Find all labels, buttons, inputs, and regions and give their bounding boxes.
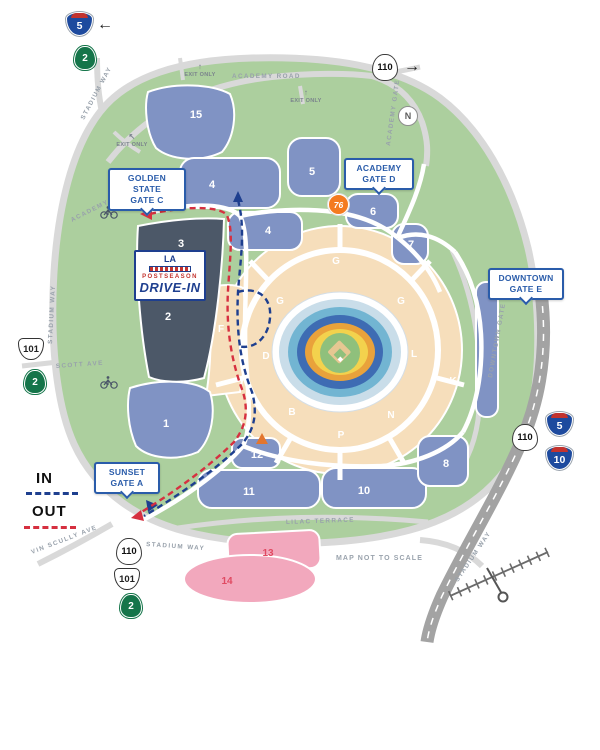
lot-f-label: F [218, 324, 224, 335]
blue-lots [127, 84, 499, 509]
lot-14-label: 14 [221, 576, 233, 587]
road-spurs [21, 57, 485, 569]
gate-e-line1: DOWNTOWN [498, 273, 554, 283]
gate-d-line1: ACADEMY [356, 163, 402, 173]
la-monogram: LA [164, 254, 176, 264]
logo-drive-in-text: DRIVE-IN [139, 280, 201, 295]
lot-k-label: K [449, 376, 457, 387]
lot-east-strip [475, 281, 499, 418]
up-arrow-icon: ↑ [303, 88, 309, 97]
up-left-arrow-icon: ↖ [128, 132, 136, 141]
pink-lots [183, 529, 322, 604]
stop-marker-circle [497, 591, 509, 603]
lot-l-label: L [411, 349, 417, 360]
shield-ca2-topleft: 2 [74, 46, 96, 70]
lot-b-label: B [288, 407, 295, 418]
exit-only-note: ↑ EXIT ONLY [288, 88, 324, 105]
gate-a-line1: SUNSET [108, 467, 146, 477]
lot-10-label: 10 [358, 485, 370, 497]
shield-110-topright: 110 [372, 54, 398, 81]
road-label-stadium-way-west: STADIUM WAY [47, 285, 57, 344]
shield-ca2-bottom: 2 [120, 594, 142, 618]
lot-g3-label: G [397, 296, 405, 307]
road-label-scott-ave: SCOTT AVE [56, 360, 104, 370]
lot-15-area [145, 84, 236, 160]
lot-14-area [183, 554, 317, 604]
shield-110-east: 110 [512, 424, 538, 451]
left-arrow-icon: ← [97, 16, 113, 33]
exit-only-note: ↑ EXIT ONLY [182, 62, 218, 79]
bike-icon [100, 376, 118, 389]
gate-d-line2: GATE D [362, 174, 396, 185]
legend-in-label: IN [36, 470, 53, 487]
exit-only-note: ↖ EXIT ONLY [114, 132, 150, 149]
route-in-arrow-top [233, 191, 243, 202]
lot-5-label: 5 [309, 166, 315, 178]
merge-triangle [256, 433, 268, 444]
legend-out-swatch [24, 526, 76, 529]
route-out-arrow-bottom [131, 510, 144, 521]
union-76-ball: 76 [328, 194, 349, 215]
railroad [447, 547, 551, 603]
lot-4a-label: 4 [209, 179, 216, 191]
union-76-label: 76 [333, 199, 344, 210]
gate-a-box: SUNSET GATE A [94, 462, 160, 495]
route-out [137, 206, 247, 516]
gate-d-box: ACADEMY GATE D [344, 158, 414, 191]
gate-c-line1: GOLDEN STATE [127, 173, 167, 195]
lot-11-area [197, 469, 321, 509]
postseason-drive-in-logo: LA POSTSEASON DRIVE-IN [134, 250, 206, 301]
lot-4a-area [179, 157, 281, 209]
lot-2-label: 2 [165, 311, 171, 323]
lot-7-label: 7 [408, 239, 414, 251]
right-arrow-icon: → [404, 58, 420, 75]
lot-3-label: 3 [178, 238, 184, 250]
road-label-stadium-way-south: STADIUM WAY [146, 541, 205, 552]
legend-out-label: OUT [32, 503, 67, 520]
freeway-110 [420, 291, 551, 644]
gate-a-line2: GATE A [110, 478, 144, 489]
north-label: N [404, 111, 412, 121]
gate-e-box: DOWNTOWN GATE E [488, 268, 564, 301]
lot-6-label: 6 [370, 206, 376, 218]
lot-5-area [287, 137, 341, 197]
shield-110-bottom: 110 [116, 538, 142, 565]
logo-stripes [149, 266, 191, 272]
gate-c-box: GOLDEN STATE GATE C [108, 168, 186, 212]
north-compass: N [398, 106, 418, 126]
lot-13-label: 13 [262, 548, 274, 559]
lot-1-area [127, 380, 214, 459]
logo-postseason-text: POSTSEASON [142, 274, 198, 280]
lot-15-label: 15 [190, 109, 202, 121]
lot-g1-label: G [332, 256, 340, 267]
shield-ca2-west: 2 [24, 370, 46, 394]
route-in [143, 199, 272, 518]
up-arrow-icon: ↑ [197, 62, 203, 71]
lot-1-label: 1 [163, 418, 169, 430]
lot-12-label: 12 [251, 449, 263, 461]
lot-4b-label: 4 [265, 225, 272, 237]
lot-g2-label: G [276, 296, 284, 307]
lot-8-label: 8 [443, 458, 449, 470]
lot-p-label: P [338, 430, 345, 441]
stop-marker [486, 567, 503, 595]
gate-e-line2: GATE E [509, 284, 543, 295]
stadium-ring-road [215, 224, 465, 480]
road-label-academy-road-top: ACADEMY ROAD [232, 73, 301, 80]
road-label-lilac-terrace: LILAC TERRACE [286, 517, 355, 526]
lot-11-label: 11 [243, 486, 255, 498]
map-scale-note: MAP NOT TO SCALE [336, 555, 423, 562]
gate-c-line2: GATE C [130, 195, 164, 206]
lot-d-label: D [262, 351, 269, 362]
home-plate [337, 356, 344, 363]
lot-n-label: N [387, 410, 394, 421]
stadium [271, 291, 409, 413]
legend-in-swatch [26, 492, 78, 495]
